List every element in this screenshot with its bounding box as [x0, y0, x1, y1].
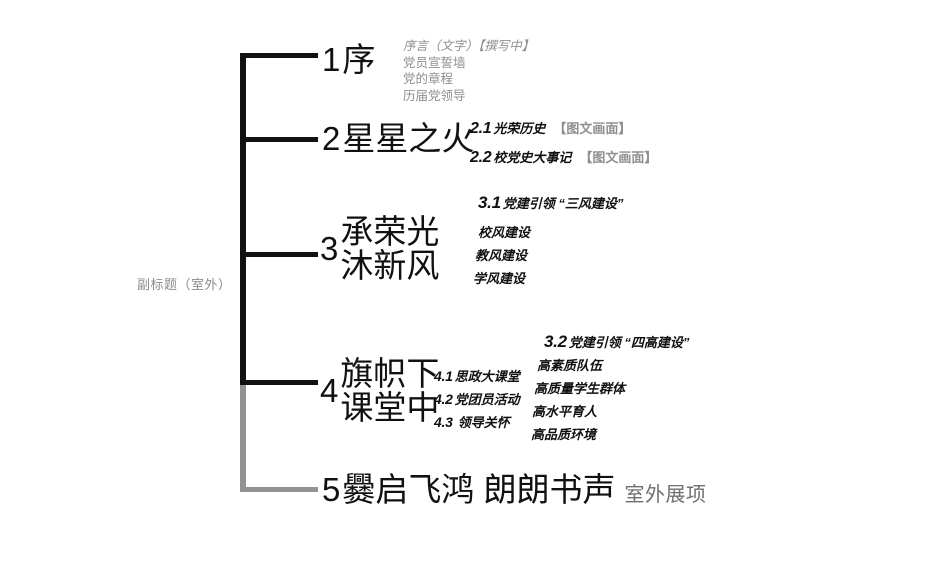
subitem-number: 4.3 [434, 414, 453, 430]
section-2-text: 星星之火 [342, 120, 475, 157]
section-4-group-leaves: 高素质队伍 高质量学生群体 高水平育人 高品质环境 [531, 354, 625, 446]
list-item: 党员宣誓墙 [403, 55, 466, 70]
section-5-number: 5 [322, 471, 341, 508]
subitem-tag: 【图文画面】 [553, 121, 632, 136]
section-4-text-line-2: 课堂中 [340, 388, 440, 426]
section-3-number: 3 [320, 229, 339, 267]
side-subtitle-label: 副标题（室外） [137, 277, 232, 292]
list-item: 高素质队伍 [537, 358, 603, 373]
group-label: 党建引领 “四高建设” [568, 335, 690, 350]
section-1-number: 1 [322, 41, 341, 78]
subitem-label: 思政大课堂 [454, 369, 520, 384]
section-2-title: 2星星之火 [322, 112, 474, 160]
subitem-number: 2.2 [470, 149, 492, 166]
list-item: 教风建设 [475, 248, 528, 263]
list-item: 校风建设 [478, 225, 531, 240]
section-1-title: 1序 [322, 33, 375, 81]
section-2-number: 2 [322, 120, 341, 157]
subitem-label: 领导关怀 [457, 415, 510, 430]
section-1-detail-list: 序言（文字）【撰写中】 党员宣誓墙 党的章程 历届党领导 [403, 38, 534, 104]
section-5-title: 5爨启飞鸿 朗朗书声室外展项 [322, 463, 707, 511]
subitem-number: 2.1 [470, 120, 492, 137]
section-4-number: 4 [320, 371, 339, 409]
section-3-title: 3 承荣光 沐新风 [320, 215, 439, 283]
branch-line-3 [240, 252, 318, 257]
branch-line-1 [240, 53, 318, 58]
list-item: 高水平育人 [532, 404, 598, 419]
list-item: 高品质环境 [531, 427, 597, 442]
branch-line-4 [240, 380, 318, 385]
group-number: 3.1 [478, 193, 501, 212]
list-item: 4.3 领导关怀 [434, 411, 520, 434]
bracket-spine-gray [240, 382, 246, 492]
list-item: 高质量学生群体 [534, 381, 626, 396]
list-item: 序言（文字）【撰写中】 [403, 39, 535, 53]
subitem-number: 4.1 [434, 368, 453, 384]
list-item: 学风建设 [473, 271, 526, 286]
subitem-label: 校党史大事记 [493, 150, 572, 165]
section-4-text-line-1: 旗帜下 [340, 355, 440, 392]
subitem-number: 4.2 [434, 391, 453, 407]
section-5-text: 爨启飞鸿 朗朗书声 [342, 471, 616, 508]
branch-line-2 [240, 137, 318, 142]
group-number: 3.2 [544, 332, 567, 351]
section-3-group-leaves: 校风建设 教风建设 学风建设 [473, 221, 530, 290]
subitem-label: 光荣历史 [493, 121, 546, 136]
list-item: 党的章程 [403, 72, 454, 86]
section-4-title: 4 旗帜下 课堂中 [320, 357, 439, 425]
section-5-note: 室外展项 [624, 484, 707, 506]
section-3-text-line-2: 沐新风 [340, 246, 440, 284]
list-item: 历届党领导 [403, 88, 466, 103]
section-1-text: 序 [342, 41, 376, 78]
group-label: 党建引领 “三风建设” [502, 196, 624, 211]
subitem-label: 党团员活动 [454, 392, 520, 407]
bracket-spine-black [240, 53, 246, 382]
section-3-text-line-1: 承荣光 [340, 213, 440, 250]
branch-line-5 [240, 487, 318, 492]
subitem-tag: 【图文画面】 [579, 150, 658, 165]
